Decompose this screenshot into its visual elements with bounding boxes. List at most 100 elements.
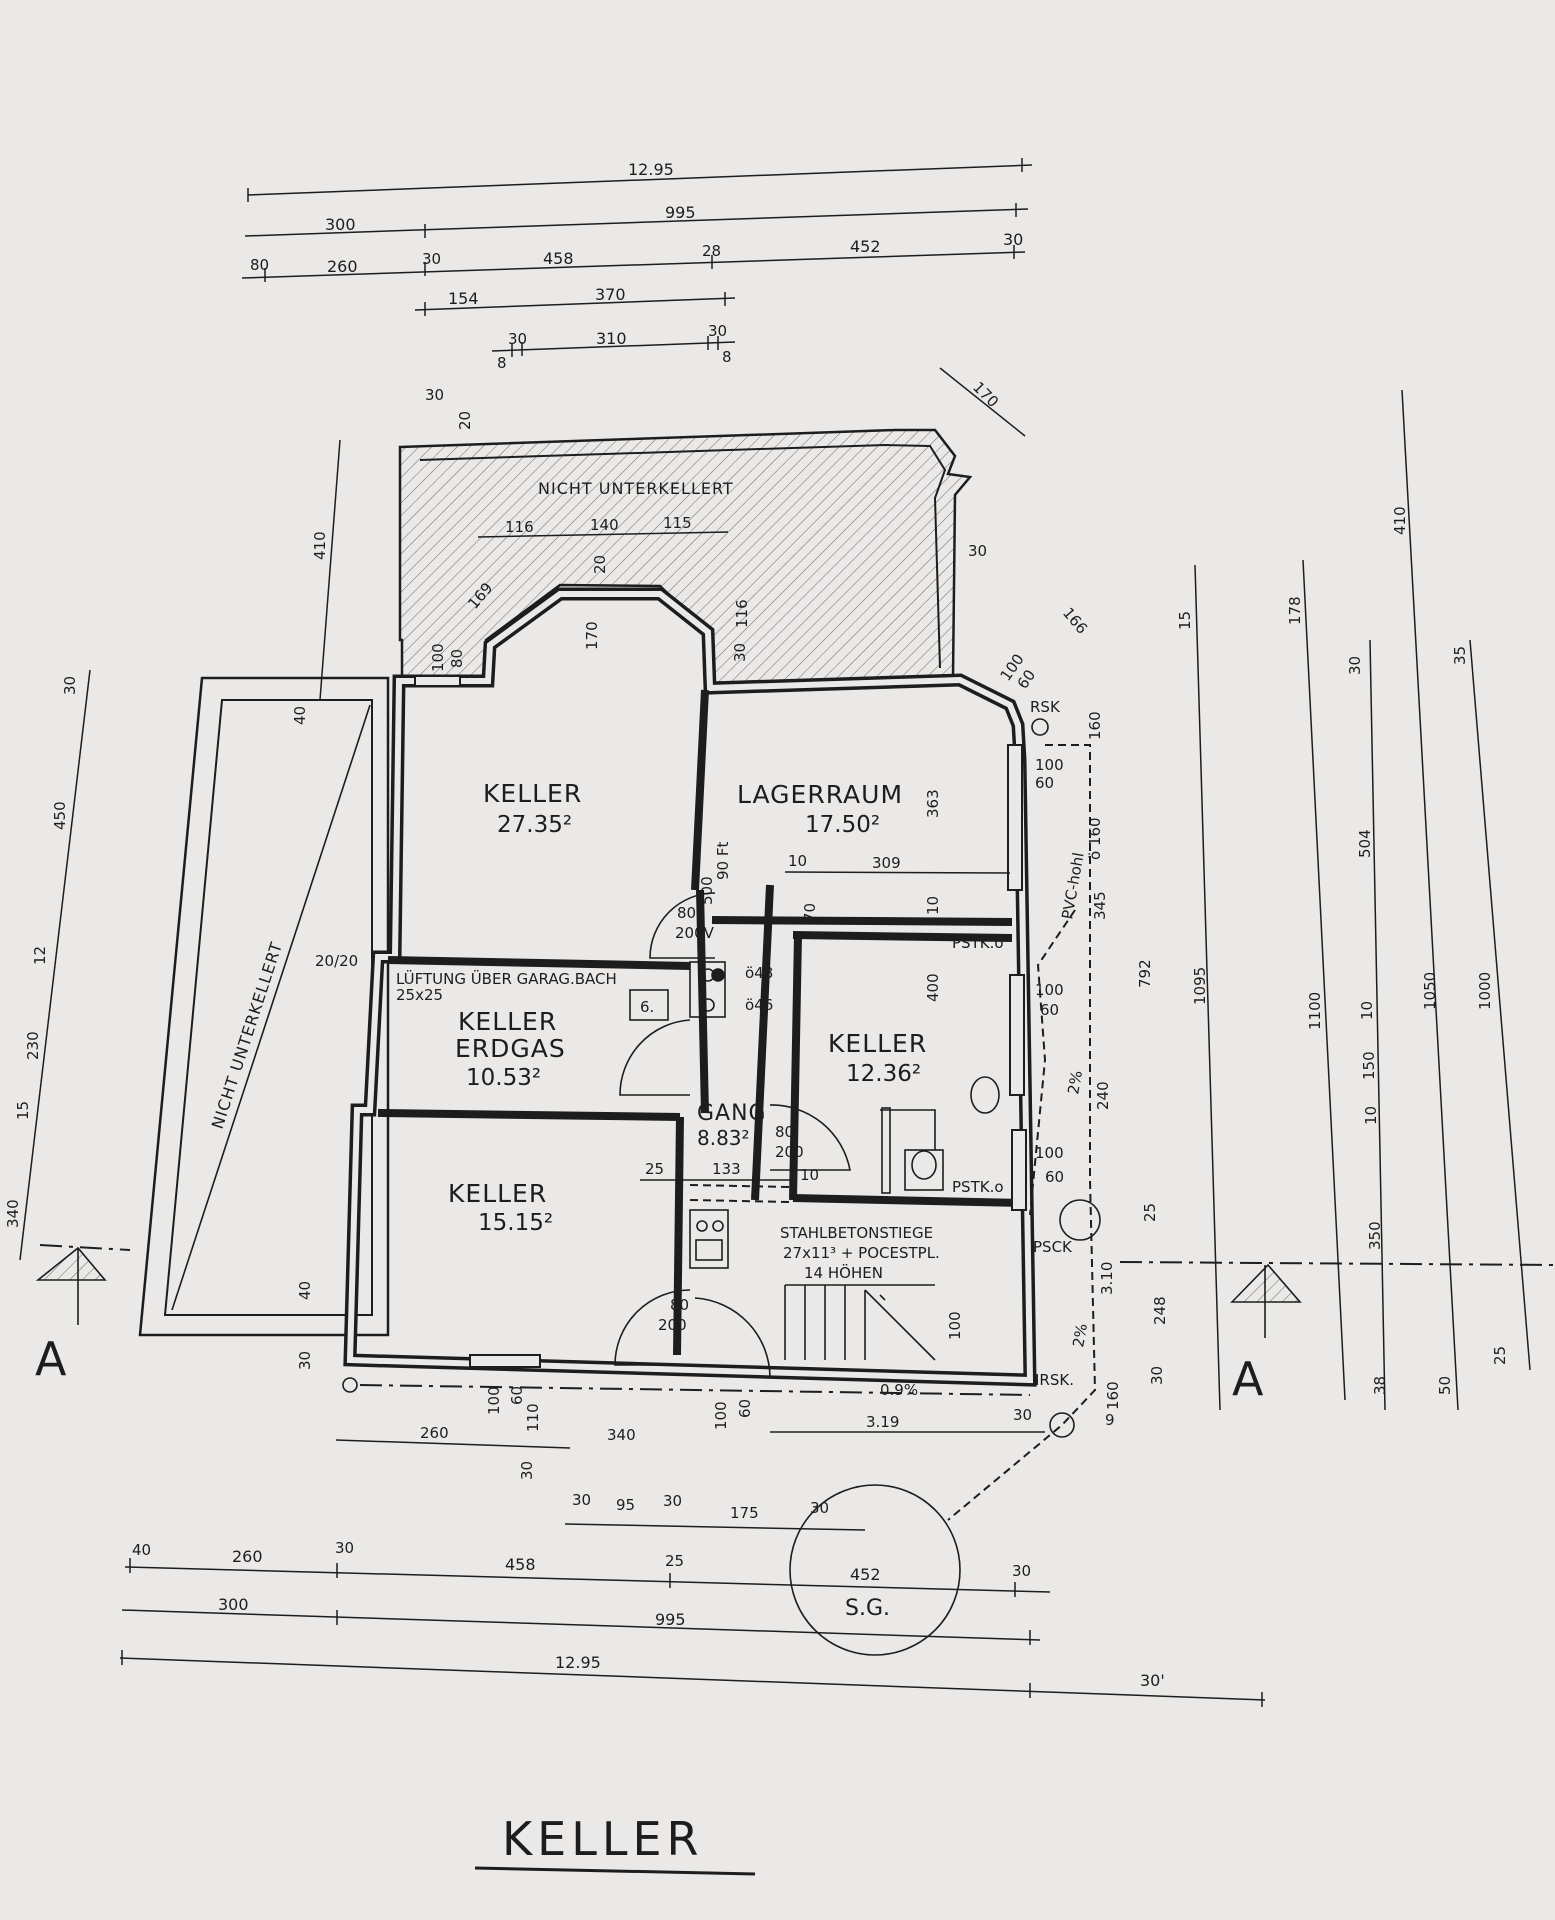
dim-bot-30d: 30 [335,1539,354,1557]
room-keller-nw: KELLER [483,779,582,808]
dim-right-504: 504 [1356,829,1374,858]
dim-right-1100: 1100 [1306,992,1324,1030]
note-stiege-1: STAHLBETONSTIEGE [780,1224,933,1242]
section-marker-left: A [35,1246,107,1386]
dim-60a: 60 [1035,774,1054,792]
area-keller-e: 12.36² [846,1061,921,1087]
dim-100a: 100 [1035,756,1064,774]
note-psck: PSCK [1033,1238,1073,1256]
room-gang: GANG [697,1101,767,1126]
dim-345: 345 [1091,891,1109,920]
dim-500: 500 [698,876,716,905]
dim-100d: 100 [1035,1144,1064,1162]
dim-top-total: 12.95 [628,160,674,179]
dim-25a: 25 [645,1160,664,1178]
dim-90: 90 Ft [714,842,732,880]
dim-bot-30-prime: 30' [1140,1671,1165,1690]
dim-right-25: 25 [1491,1346,1509,1365]
unexcavated-area-top-inner [419,443,947,669]
dim-160b: ö 160 [1086,817,1104,860]
room-keller-erdgas-2: ERDGAS [455,1034,566,1063]
note-nicht-unterkellert-left: NICHT UNTERKELLERT [208,939,287,1131]
note-pvc: PVC-hohl [1058,851,1087,921]
dim-48: ö48 [745,964,773,982]
note-stiege-2: 27x11³ + POCESTPL. [783,1244,940,1262]
dim-top-30c: 30 [508,330,527,348]
top-dimension-chains: 12.95 300 995 30 80 260 30 458 28 452 15… [241,158,1033,372]
plan-title: KELLER [502,1812,704,1866]
dim-80-wall: 80 [448,649,466,668]
section-line-left [39,1244,131,1251]
dim-bot-40: 40 [132,1541,151,1559]
corner-marker [342,1377,358,1393]
drainage-line-2 [1029,909,1076,1216]
label-sg: S.G. [845,1596,890,1621]
dim-30a: 30 [968,542,987,560]
room-keller-erdgas-1: KELLER [458,1007,557,1036]
note-pstk-2: PSTK.o [952,1178,1004,1196]
dim-right-15: 15 [1176,611,1194,630]
note-200v: 200V [675,924,715,942]
dim-bot-25: 25 [665,1552,684,1570]
right-dimensions: 15 1095 178 1100 30 504 10 150 10 350 38… [1176,389,1531,1411]
room-lagerraum: LAGERRAUM [737,780,903,809]
doors [614,892,936,1379]
drainage-line [947,744,1097,1521]
dim-left-15: 15 [14,1101,32,1120]
dim-166: 166 [1059,604,1091,638]
dim-133: 133 [712,1160,741,1178]
dim-bot-30b: 30 [663,1492,682,1510]
dim-160c: 160 [1104,1381,1122,1410]
dim-363: 363 [924,789,942,818]
dashed-line-b [689,1199,791,1203]
dim-right-1000: 1000 [1476,972,1494,1010]
dim-100f: 100 [712,1401,730,1430]
dim-bot-total: 12.95 [555,1653,601,1672]
dim-248: 248 [1151,1296,1169,1325]
dim-top-30d: 30 [708,322,727,340]
dim-80a: 80 [677,904,696,922]
section-label-left: A [35,1332,67,1386]
unexcavated-area-left-inner [163,699,373,1316]
dim-top-995: 995 [665,203,696,222]
sg-circle [789,1484,961,1656]
dim-bot-300: 300 [218,1595,249,1614]
outer-wall-inner [346,591,1034,1384]
dim-110: 110 [524,1403,542,1432]
dim-top-30b: 30 [422,250,441,268]
dim-bot-995: 995 [655,1610,686,1629]
note-slope-2: 2% [1069,1322,1091,1349]
dim-top-310: 310 [596,329,627,348]
dim-60d: 60 [1045,1168,1064,1186]
dim-310: 3.10 [1098,1262,1116,1295]
dim-2020: 20/20 [315,952,358,970]
room-keller-sw: KELLER [448,1179,547,1208]
dim-09: 0.9% [880,1381,918,1399]
dim-100h: 100 [429,643,447,672]
dim-9: 9 [1105,1411,1115,1429]
unexcavated-area-left [138,676,390,1337]
title-underline [474,1866,756,1876]
dim-309: 309 [872,854,901,872]
dashed-line-a [689,1184,791,1188]
dim-right-35: 35 [1451,646,1469,665]
bottom-dimension-chains: 30 95 30 175 30 40 260 30 458 25 452 30 … [119,1491,1266,1707]
dim-30c: 30 [1148,1366,1166,1385]
dim-right-1050: 1050 [1421,972,1439,1010]
dim-100e: 100 [946,1311,964,1340]
dim-160a: 160 [1086,711,1104,740]
left-dimensions: 30 450 12 230 15 340 [4,669,91,1261]
section-marker-right: A [1230,1263,1302,1406]
dim-60e: 60 [736,1399,754,1418]
dim-30f: 30 [296,1351,314,1370]
dim-right-150: 150 [1360,1051,1378,1080]
interior-walls [377,689,1021,1356]
dim-top-8a: 8 [497,354,507,372]
dim-10b: 10 [924,896,942,915]
area-gang: 8.83² [697,1126,750,1150]
dim-bot-30a: 30 [572,1491,591,1509]
dim-left-12: 12 [31,946,49,965]
ground-line [359,1384,1031,1396]
dim-25b: 25 [1141,1203,1159,1222]
